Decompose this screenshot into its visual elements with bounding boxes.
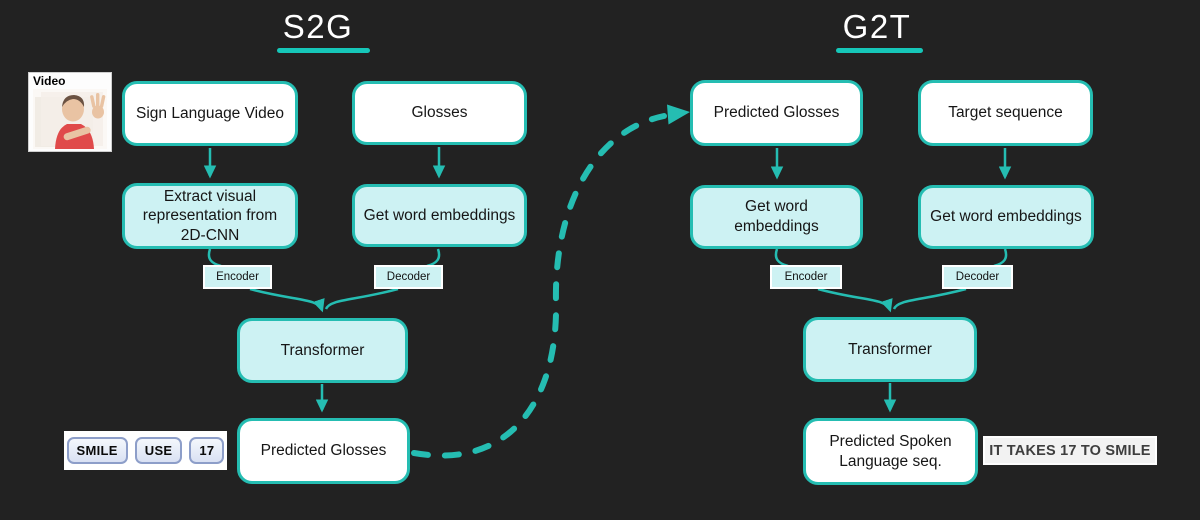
curve-embeddings-to-decoder-tag [426,248,441,268]
g2t-decoder-tag: Decoder [942,265,1013,289]
signer-finger [96,93,100,109]
node-label: Transformer [848,340,932,358]
node-label: Extract visual representation from 2D-CN… [142,187,278,244]
curve-decoder-tag2-to-merge [892,287,967,310]
video-label: Video [33,74,66,88]
tag-label: Decoder [955,271,1000,283]
curve-embeddingsC-to-encoder-tag [774,248,789,268]
node-get-word-embeddings-encoder-g2t: Get word embeddings [690,185,863,249]
node-label: Get word embeddings [363,206,516,224]
node-label: Get word embeddings [734,198,819,235]
node-predicted-glosses-s2g: Predicted Glosses [237,418,410,484]
g2t-encoder-tag: Encoder [770,265,842,289]
node-get-word-embeddings-s2g: Get word embeddings [352,184,527,247]
node-transformer-s2g: Transformer [237,318,408,383]
node-label: Target sequence [948,104,1063,122]
signer-head [62,96,84,122]
s2g-title: S2G [282,8,354,45]
tag-label: Decoder [386,271,431,283]
gloss-token-strip: SMILE USE 17 [64,431,227,470]
dashed-curve-s2g-to-g2t [411,113,667,459]
signer-hair [62,95,85,108]
s2g-decoder-tag: Decoder [374,265,443,289]
tag-label: Encoder [784,271,828,283]
node-sign-language-video: Sign Language Video [122,81,298,146]
node-glosses: Glosses [352,81,527,145]
tag-label: Encoder [216,271,259,283]
node-label: Predicted Glosses [713,104,840,122]
node-predicted-glosses-g2t: Predicted Glosses [690,80,863,146]
translation-result: IT TAKES 17 TO SMILE [983,436,1157,465]
node-label: Get word embeddings [930,208,1082,226]
signer-finger [99,95,106,109]
curve-embeddingsD-to-decoder-tag [993,248,1008,268]
gloss-token-17: 17 [189,437,225,464]
node-target-sequence: Target sequence [918,80,1093,146]
node-transformer-g2t: Transformer [803,317,977,382]
curve-decoder-tag-to-merge [324,287,399,310]
node-extract-visual-representation: Extract visual representation from 2D-CN… [122,183,298,249]
s2g-title-underline [277,48,370,53]
signer-palm [92,105,104,119]
signer-finger [90,95,96,109]
curve-encoder-tag2-to-merge [817,287,893,313]
node-label: Sign Language Video [136,104,284,122]
dashed-curve-arrowhead [667,104,690,125]
g2t-title-underline [836,48,923,53]
node-label: Transformer [280,341,365,359]
node-label: Predicted Spoken Language seq. [829,432,952,470]
node-predicted-spoken-language: Predicted Spoken Language seq. [803,418,978,485]
node-label: Glosses [411,104,468,122]
gloss-token-smile: SMILE [66,437,128,464]
curve-encoder-tag-to-merge [249,287,325,313]
curve-cnn-to-encoder-tag [207,248,222,268]
s2g-encoder-tag: Encoder [203,265,272,289]
g2t-title: G2T [842,8,912,45]
video-thumbnail: Video [28,72,112,152]
node-label: Predicted Glosses [260,442,387,460]
node-get-word-embeddings-decoder-g2t: Get word embeddings [918,185,1094,249]
signer-arm [63,126,91,141]
gloss-token-use: USE [134,437,183,464]
signer-photo [33,89,107,150]
